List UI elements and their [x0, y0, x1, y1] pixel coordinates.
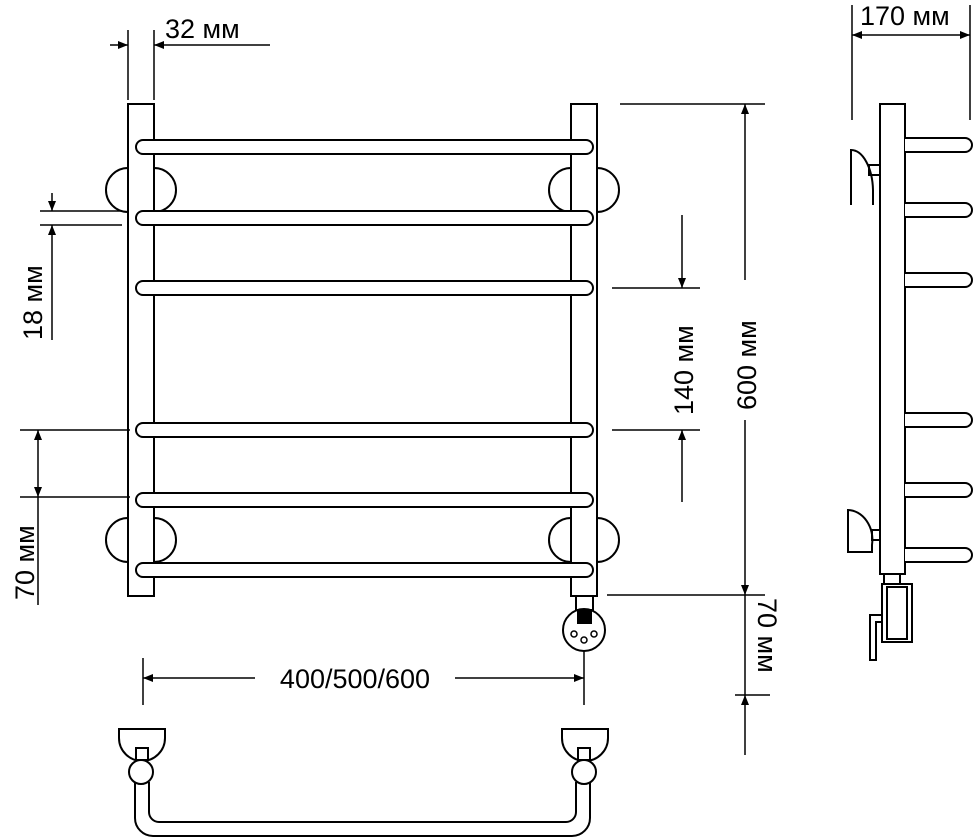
dimension-label: 170 мм — [860, 1, 950, 31]
dimension-18: 18 мм — [18, 193, 122, 340]
dimension-140: 140 мм — [612, 215, 700, 502]
dimension-label: 18 мм — [18, 265, 48, 340]
right-post — [570, 103, 598, 597]
dimension-label: 600 мм — [732, 320, 762, 410]
wall-mount-icon — [105, 167, 129, 213]
rail — [135, 280, 594, 296]
side-rail — [905, 202, 973, 218]
rail — [135, 139, 594, 155]
rails — [135, 139, 594, 578]
dimension-label: 32 мм — [165, 14, 240, 44]
dimension-32: 32 мм — [110, 14, 270, 100]
side-rail — [905, 482, 973, 498]
dimension-label: 400/500/600 — [280, 664, 430, 694]
heater-icon — [562, 595, 606, 660]
side-view — [847, 103, 973, 661]
dimension-width: 400/500/600 — [142, 658, 585, 705]
dimension-label: 70 мм — [752, 598, 782, 673]
rail — [135, 210, 594, 226]
dimension-70-left: 70 мм — [10, 429, 130, 605]
dimension-70-right: 70 мм — [735, 595, 782, 755]
bottom-view — [118, 728, 609, 837]
rail — [135, 422, 594, 438]
dimension-label: 70 мм — [10, 525, 40, 600]
rail — [135, 492, 594, 508]
side-rail — [905, 412, 973, 428]
dimension-600: 600 мм — [607, 103, 765, 596]
dimension-170: 170 мм — [851, 1, 971, 120]
left-post — [127, 103, 155, 597]
rail — [135, 562, 594, 578]
side-rail — [905, 272, 973, 288]
side-rail — [905, 137, 973, 153]
front-view — [105, 103, 620, 660]
dimension-label: 140 мм — [669, 325, 699, 415]
side-rail — [905, 547, 973, 563]
